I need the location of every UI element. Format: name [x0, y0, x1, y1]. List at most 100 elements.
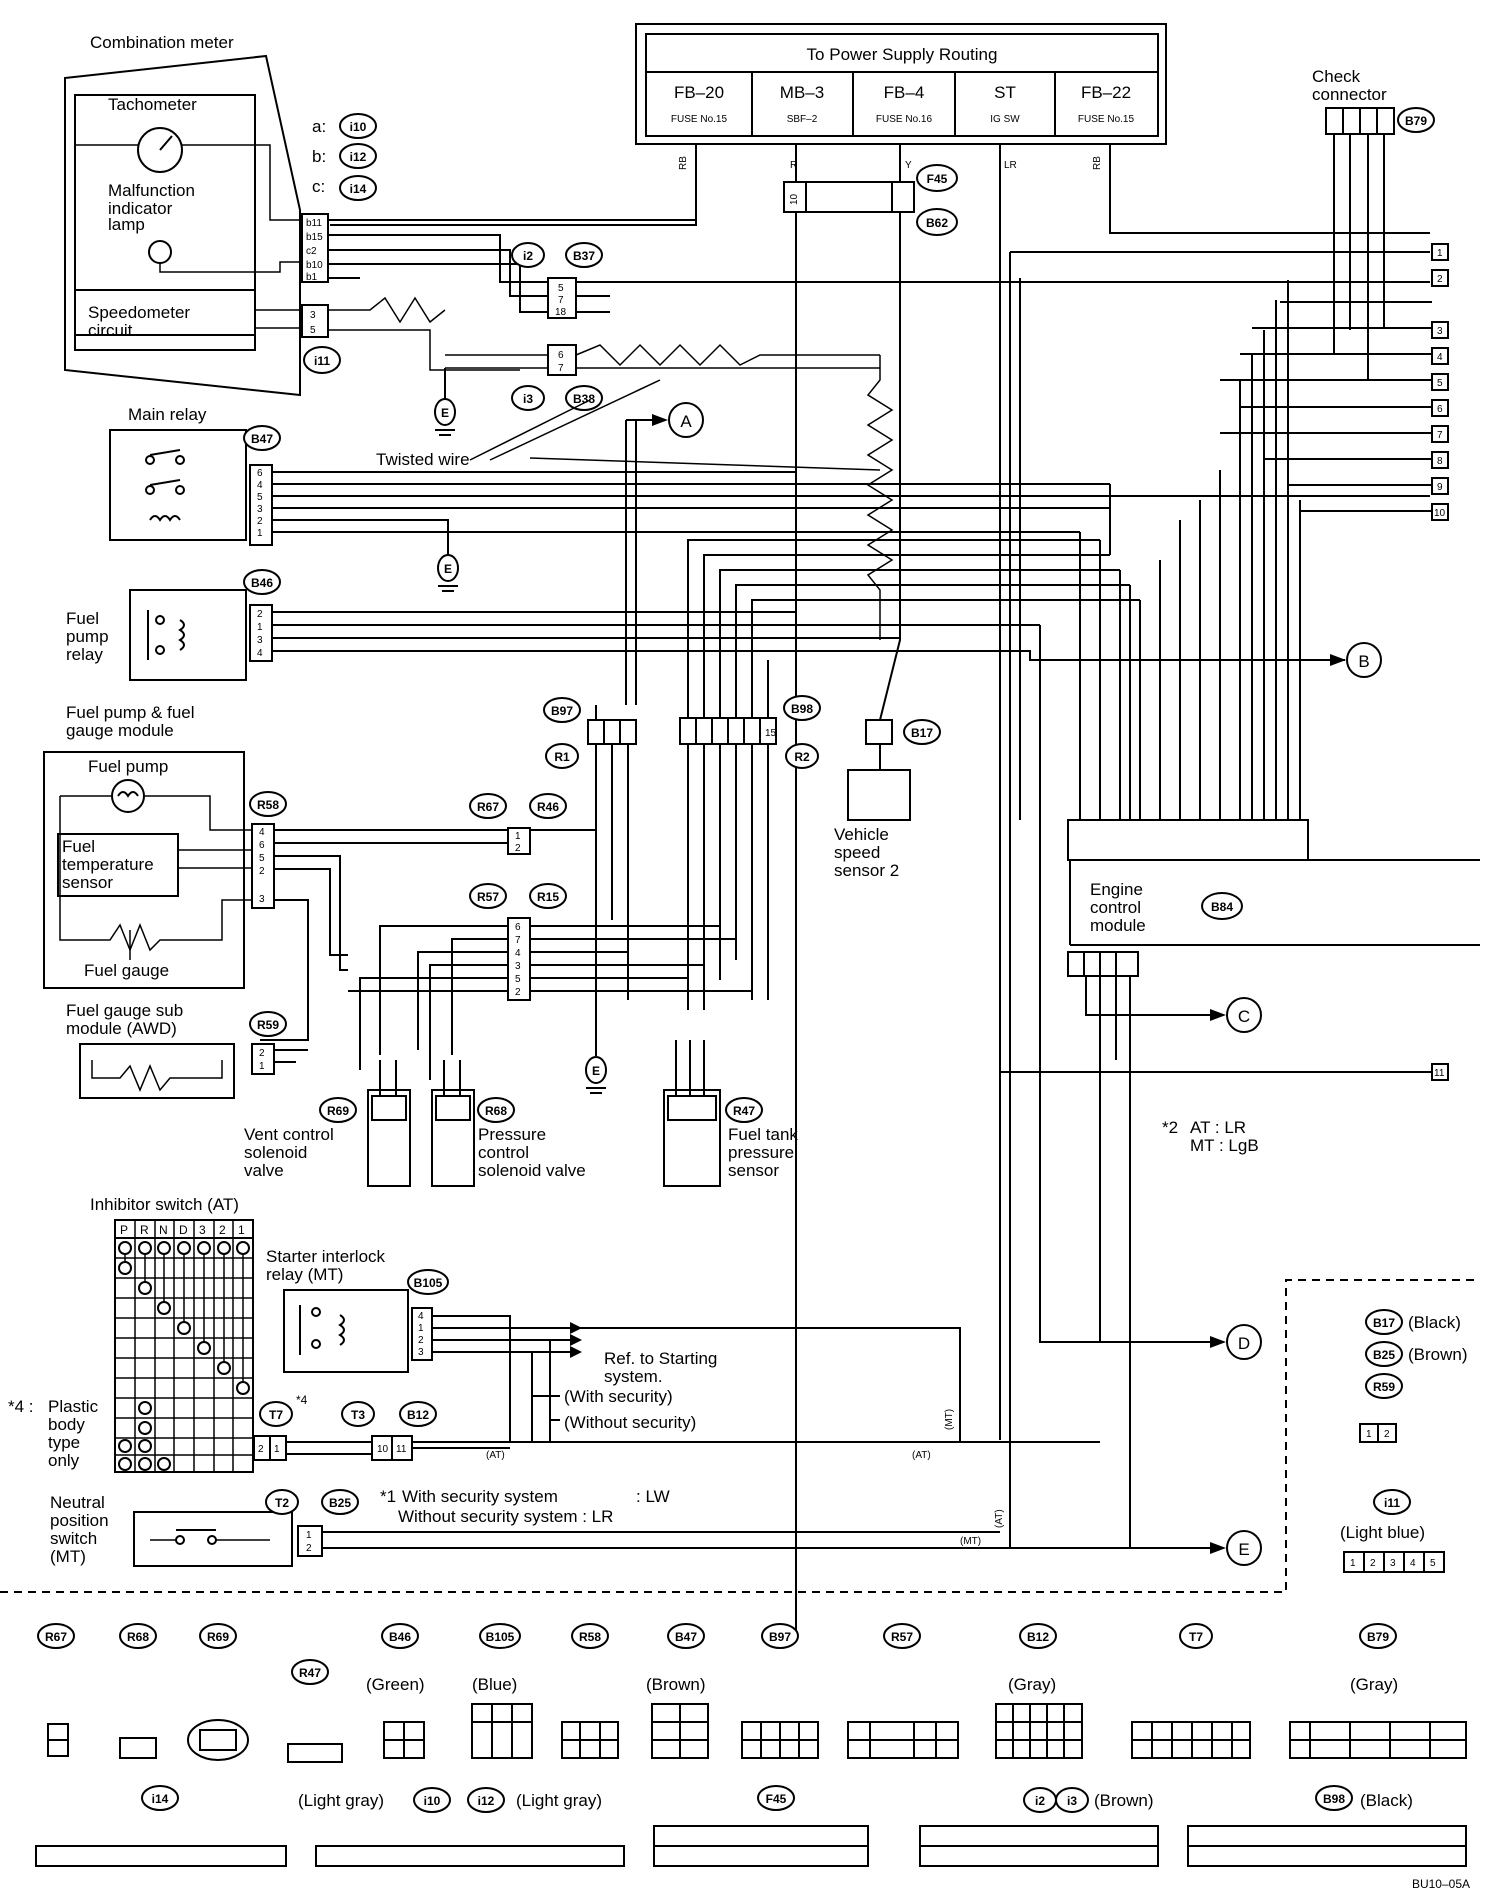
svg-text:2: 2 — [1370, 1558, 1376, 1569]
meter-letter-c: c: — [312, 177, 325, 196]
code-b46: B46 — [251, 576, 273, 590]
code-b105: B105 — [414, 1276, 443, 1290]
label-mil-2: indicator — [108, 199, 173, 218]
label-fuel-pump-relay-2: pump — [66, 627, 109, 646]
fuse-fb20-sub: FUSE No.15 — [671, 114, 728, 125]
terminal-1: 1 — [1437, 248, 1443, 259]
legend-color-b17: (Black) — [1408, 1313, 1461, 1332]
offpage-c-label: C — [1238, 1007, 1250, 1026]
label-neutral-2: position — [50, 1511, 109, 1530]
label-ecm-3: module — [1090, 916, 1146, 935]
bottom-code-i10: i10 — [424, 1794, 441, 1808]
label-tank-1: Fuel tank — [728, 1125, 798, 1144]
label-fuel-gauge: Fuel gauge — [84, 961, 169, 980]
svg-text:6: 6 — [257, 468, 263, 479]
meter-letter-b: b: — [312, 147, 326, 166]
svg-text:*4: *4 — [296, 1393, 308, 1407]
fuse-mb3: MB–3 — [780, 83, 824, 102]
code-r47: R47 — [733, 1104, 755, 1118]
svg-text:RB: RB — [1092, 156, 1103, 170]
code-r15: R15 — [537, 890, 559, 904]
offpage-d-label: D — [1238, 1334, 1250, 1353]
svg-text:(MT): (MT) — [944, 1409, 955, 1430]
note-plastic-2: body — [48, 1415, 85, 1434]
fuse-fb4: FB–4 — [884, 83, 925, 102]
power-wires: RB R Y LR RB — [330, 144, 1430, 1440]
svg-text:2: 2 — [418, 1335, 424, 1346]
code-r59: R59 — [257, 1018, 279, 1032]
bottom-light-gray-1: (Light gray) — [298, 1791, 384, 1810]
combination-meter: Combination meter Tachometer Malfunction… — [64, 33, 377, 397]
inhibitor-pos-1: 1 — [238, 1223, 245, 1237]
note-plastic-4: only — [48, 1451, 80, 1470]
label-fuel-temp-3: sensor — [62, 873, 113, 892]
note-without-security: (Without security) — [564, 1413, 696, 1432]
svg-text:4: 4 — [1410, 1558, 1416, 1569]
label-vent-1: Vent control — [244, 1125, 334, 1144]
offpage-e-label: E — [1238, 1540, 1249, 1559]
terminal-9: 9 — [1437, 482, 1443, 493]
svg-text:E: E — [441, 406, 449, 420]
label-fuel-pump-relay-1: Fuel — [66, 609, 99, 628]
offpage-a: A — [625, 402, 704, 705]
svg-text:3: 3 — [418, 1347, 424, 1358]
bottom-brown: (Brown) — [1094, 1791, 1154, 1810]
bottom-black: (Black) — [1360, 1791, 1413, 1810]
offpage-b-label: B — [1358, 652, 1369, 671]
svg-text:1: 1 — [257, 528, 263, 539]
terminal-2: 2 — [1437, 274, 1443, 285]
mil-lamp-icon — [148, 240, 172, 264]
inhibitor-pos-d: D — [179, 1223, 188, 1237]
note-plastic-3: type — [48, 1433, 80, 1452]
fuel-pump-module: Fuel pump & fuel gauge module Fuel pump … — [43, 703, 287, 989]
svg-text:10: 10 — [789, 193, 800, 205]
neutral-position-switch: Neutral position switch (MT) T2 B25 1 2 … — [50, 1470, 1220, 1567]
svg-text:4: 4 — [257, 648, 263, 659]
ground-1: E — [434, 368, 456, 436]
offpage-a-label: A — [680, 412, 692, 431]
label-main-relay: Main relay — [128, 405, 207, 424]
note-security-with-val: : LW — [636, 1487, 670, 1506]
svg-text:5: 5 — [259, 853, 265, 864]
vehicle-speed-sensor: B17 Vehicle speed sensor 2 — [834, 719, 941, 880]
code-i12: i12 — [350, 150, 367, 164]
legend-code-i11: i11 — [1384, 1496, 1400, 1510]
label-neutral-3: switch — [50, 1529, 97, 1548]
connector-r57-r15: R57 R15 6 7 4 3 5 2 — [348, 883, 752, 1080]
code-r2: R2 — [794, 750, 810, 764]
bottom-code-b79: B79 — [1367, 1630, 1389, 1644]
label-mil-1: Malfunction — [108, 181, 195, 200]
code-i2: i2 — [523, 249, 533, 263]
svg-text:b15: b15 — [306, 232, 323, 243]
label-check-1: Check — [1312, 67, 1361, 86]
security-note: *1 With security system : LW Without sec… — [380, 1487, 670, 1526]
label-fuel-gauge-sub-1: Fuel gauge sub — [66, 1001, 183, 1020]
bottom-code-r57: R57 — [891, 1630, 913, 1644]
bottom-code-b46: B46 — [389, 1630, 411, 1644]
bottom-code-t7: T7 — [1189, 1630, 1203, 1644]
label-check-2: connector — [1312, 85, 1387, 104]
label-fuel-pump: Fuel pump — [88, 757, 168, 776]
code-b47: B47 — [251, 432, 273, 446]
svg-text:1: 1 — [1350, 1558, 1356, 1569]
note-mt: MT : LgB — [1190, 1136, 1259, 1155]
code-b62: B62 — [926, 216, 948, 230]
svg-text:c2: c2 — [306, 246, 317, 257]
code-b98: B98 — [791, 702, 813, 716]
svg-text:4: 4 — [257, 480, 263, 491]
label-starter-2: relay (MT) — [266, 1265, 343, 1284]
note-security-code: *1 — [380, 1487, 396, 1506]
figure-code: BU10–05A — [1412, 1877, 1470, 1891]
bottom-code-r69: R69 — [207, 1630, 229, 1644]
label-inhibitor: Inhibitor switch (AT) — [90, 1195, 239, 1214]
svg-text:4: 4 — [259, 827, 265, 838]
svg-text:15: 15 — [765, 728, 777, 739]
fuel-tank-pressure-sensor: R47 Fuel tank pressure sensor — [663, 1040, 798, 1187]
svg-text:(AT): (AT) — [486, 1450, 505, 1461]
fuse-st: ST — [994, 83, 1016, 102]
label-tachometer: Tachometer — [108, 95, 197, 114]
svg-text:4: 4 — [418, 1311, 424, 1322]
terminal-11: 11 — [1434, 1068, 1445, 1079]
meter-letter-a: a: — [312, 117, 326, 136]
